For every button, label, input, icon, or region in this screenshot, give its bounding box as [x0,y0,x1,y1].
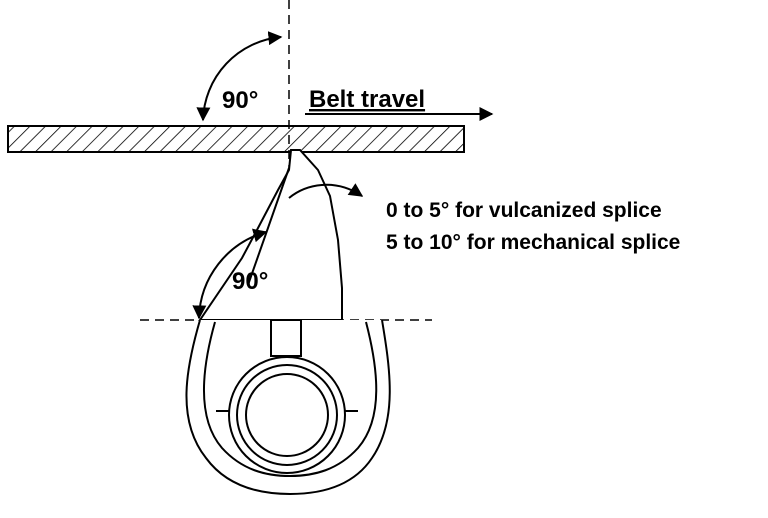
belt [7,125,465,153]
clamp-middle-ring [236,364,338,466]
clamp-slot [270,319,302,357]
scraper-blade [198,149,343,321]
splice-note-line1: 0 to 5° for vulcanized splice [386,199,662,222]
bottom-angle-arc [192,228,268,320]
splice-angle-arc [288,183,364,199]
clamp-outer-ring [228,356,346,474]
top-angle-label: 90° [222,87,258,114]
belt-travel-label: Belt travel [309,86,425,113]
splice-note-line2: 5 to 10° for mechanical splice [386,231,680,254]
bottom-angle-label: 90° [232,268,268,295]
top-angle-arc [196,31,283,122]
clamp-bore [245,373,329,457]
mounting-clamp [185,319,391,496]
